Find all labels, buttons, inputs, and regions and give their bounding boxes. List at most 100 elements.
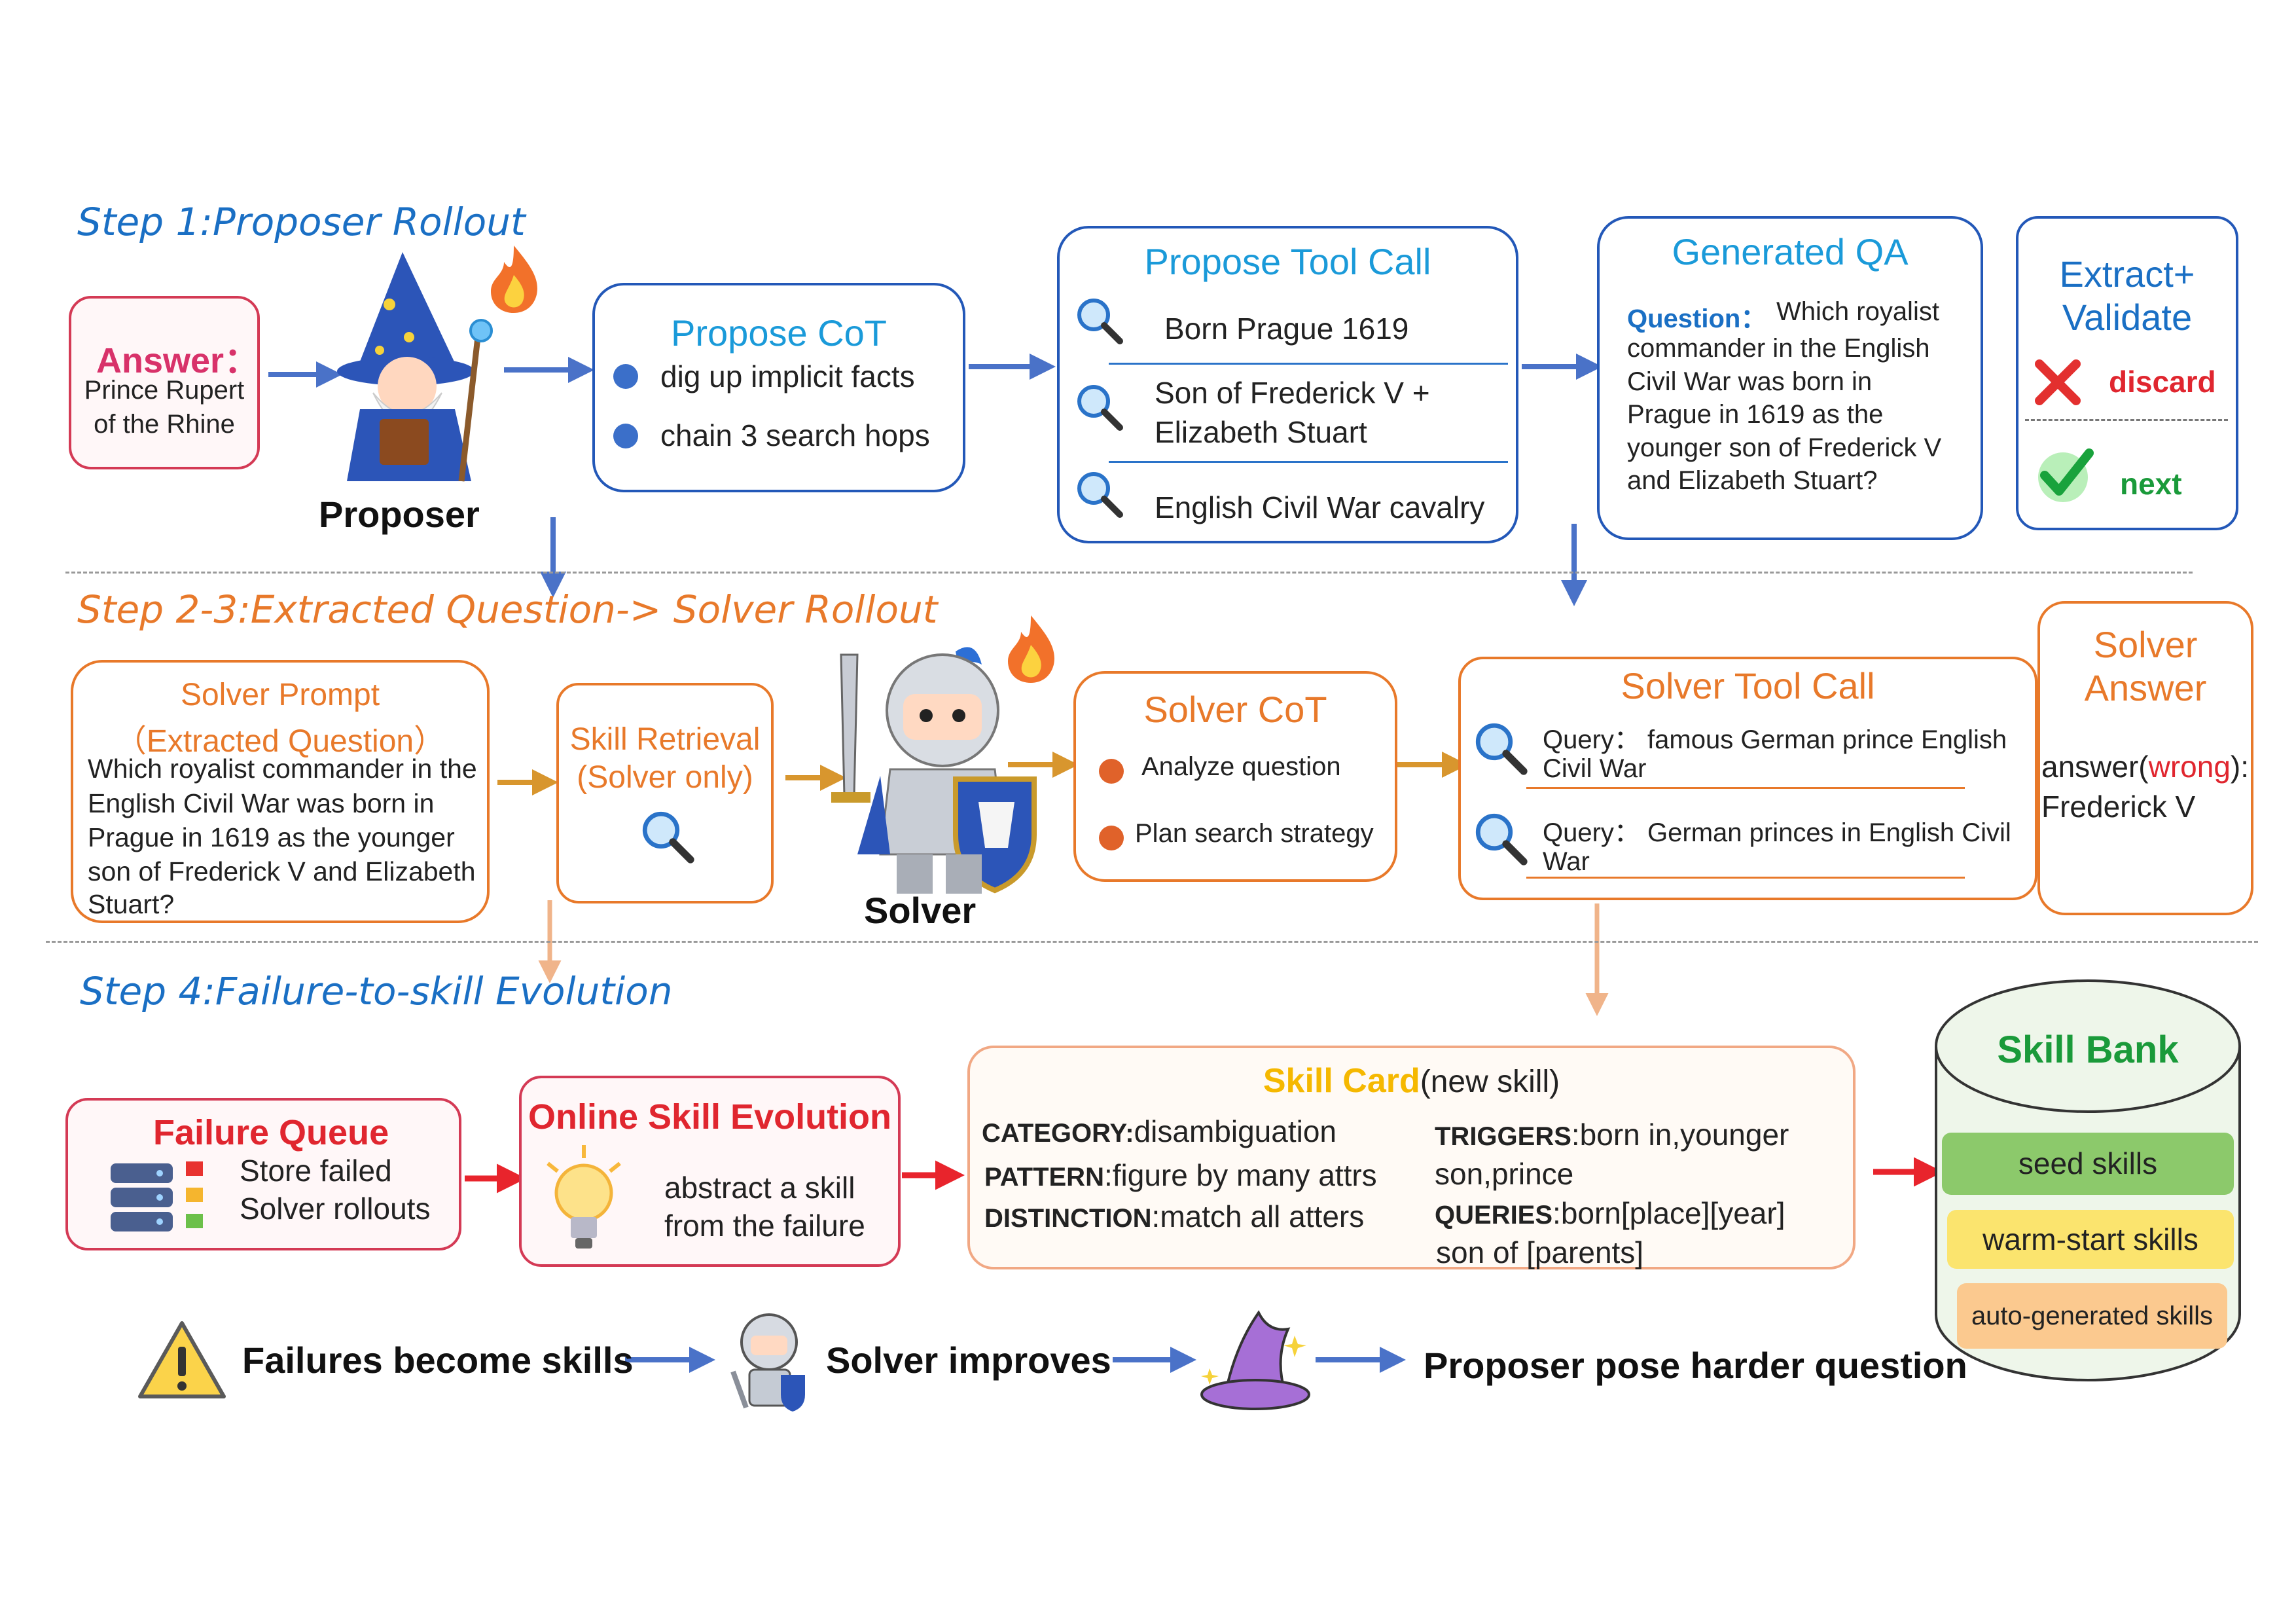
answer-line1: Prince Rupert [84, 376, 245, 405]
search-icon [1077, 385, 1123, 431]
solver-toolcall-title: Solver Tool Call [1621, 665, 1875, 706]
mini-knight-icon [730, 1313, 805, 1412]
proposer-label: Proposer [319, 494, 480, 535]
queries-line: QUERIES:born[place][year] [1435, 1195, 1785, 1231]
pattern-key: PATTERN [984, 1163, 1104, 1192]
fire-icon [491, 246, 537, 313]
discard-label: discard [2109, 365, 2216, 399]
qa-line-2: commander in the English [1627, 334, 1930, 363]
footer-item-2: Solver improves [826, 1340, 1111, 1381]
answer-box: Answer： Prince Rupert of the Rhine [69, 296, 260, 469]
skill-retrieval-box: Skill Retrieval (Solver only) [556, 683, 774, 903]
divider [1526, 787, 1965, 789]
footer-item-3: Proposer pose harder question [1424, 1345, 1967, 1386]
lightbulb-icon [547, 1145, 621, 1249]
answer-prefix: answer( [2041, 750, 2149, 784]
failure-queue-title: Failure Queue [153, 1113, 389, 1152]
generated-qa-box: Generated QA Question： Which royalist co… [1597, 216, 1983, 540]
queries-key: QUERIES [1435, 1201, 1553, 1230]
solver-prompt-line-2: English Civil War was born in [88, 788, 435, 818]
answer-line2: of the Rhine [94, 410, 235, 439]
answer-suffix: ): [2230, 750, 2250, 784]
divider [1109, 363, 1508, 365]
online-evolution-title: Online Skill Evolution [528, 1097, 892, 1137]
solver-label: Solver [864, 890, 977, 931]
separator-1 [65, 572, 2193, 574]
search-icon [1077, 472, 1123, 518]
validate-box: Extract+ Validate discard next [2016, 216, 2238, 530]
solver-answer-box: Solver Answer answer(wrong): Frederick V [2037, 601, 2253, 915]
solver-cot-title: Solver CoT [1143, 689, 1327, 730]
separator-2 [46, 941, 2258, 943]
solver-cot-box: Solver CoT Analyze question Plan search … [1073, 671, 1397, 882]
bullet-dot [613, 364, 638, 389]
skill-card-heading: Skill Card(new skill) [970, 1061, 1853, 1101]
solver-prompt-box: Solver Prompt （Extracted Question） Which… [71, 660, 490, 923]
qa-line-5: younger son of Frederick V [1627, 433, 1942, 462]
failure-queue-line-2: Solver rollouts [240, 1192, 431, 1226]
solver-answer-value: Frederick V [2041, 790, 2196, 824]
step1-title: Step 1:Proposer Rollout [77, 200, 526, 244]
knight-icon [831, 647, 1037, 894]
failure-queue-line-1: Store failed [240, 1154, 392, 1188]
distinction-value: :match all atters [1151, 1199, 1365, 1233]
solver-cot-item-1: Analyze question [1141, 752, 1341, 781]
solver-toolcall-box: Solver Tool Call Query： famous German pr… [1458, 657, 2037, 900]
validate-title-1: Extract+ [2059, 253, 2195, 295]
triggers-value-2: son,prince [1435, 1157, 1574, 1191]
pattern-line: PATTERN:figure by many attrs [984, 1158, 1377, 1193]
cross-icon [2035, 359, 2081, 405]
divider [1526, 877, 1965, 879]
failure-queue-box: Failure Queue Store failed Solver rollou… [65, 1098, 461, 1250]
solver-answer-title-2: Answer [2084, 667, 2207, 708]
answer-wrong: wrong [2148, 750, 2231, 784]
online-evolution-box: Online Skill Evolution abstract a skill … [519, 1076, 901, 1267]
search-icon [642, 811, 694, 864]
bullet-dot [613, 424, 638, 448]
qa-line-3: Civil War was born in [1627, 367, 1873, 396]
solver-query-2-line-1: Query： German princes in English Civil [1543, 818, 2011, 847]
qa-line-6: and Elizabeth Stuart? [1627, 466, 1878, 495]
online-evolution-line-2: from the failure [664, 1209, 865, 1243]
distinction-key: DISTINCTION [984, 1204, 1152, 1233]
divider [2025, 419, 2228, 421]
category-value: disambiguation [1134, 1114, 1336, 1148]
skill-card-title: Skill Card [1263, 1062, 1420, 1100]
triggers-line: TRIGGERS:born in,younger [1435, 1117, 1789, 1152]
propose-cot-item-1: dig up implicit facts [660, 359, 915, 393]
solver-answer-line: answer(wrong): [2041, 749, 2249, 784]
search-icon [1475, 813, 1528, 866]
generated-qa-title: Generated QA [1672, 231, 1909, 272]
skill-card-subtitle: (new skill) [1420, 1065, 1560, 1099]
triggers-value-1: :born in,younger [1571, 1118, 1789, 1152]
queries-value-2: son of [parents] [1436, 1235, 1644, 1269]
solver-query-1-line-1: Query： famous German prince English [1543, 725, 2007, 754]
propose-toolcall-item-3: Elizabeth Stuart [1155, 415, 1367, 449]
solver-query-1-line-2: Civil War [1543, 754, 1647, 783]
qa-line-4: Prague in 1619 as the [1627, 400, 1884, 429]
search-icon [1475, 723, 1528, 775]
solver-answer-title-1: Solver [2093, 624, 2198, 665]
propose-toolcall-box: Propose Tool Call Born Prague 1619 Son o… [1057, 226, 1518, 543]
category-line: CATEGORY:disambiguation [982, 1114, 1336, 1149]
bank-item-auto: auto-generated skills [1957, 1283, 2227, 1349]
wizard-hat-icon [1200, 1310, 1310, 1410]
solver-prompt-line-4: son of Frederick V and Elizabeth [88, 856, 476, 886]
validate-title-2: Validate [2062, 297, 2193, 338]
footer-item-1: Failures become skills [242, 1340, 634, 1381]
bank-item-seed: seed skills [1942, 1133, 2234, 1195]
wizard-icon [337, 252, 493, 482]
search-icon [1077, 299, 1123, 344]
propose-cot-item-2: chain 3 search hops [660, 418, 930, 452]
bullet-dot [1099, 826, 1124, 850]
solver-prompt-line-1: Which royalist commander in the [88, 754, 477, 784]
propose-toolcall-item-2: Son of Frederick V + [1155, 376, 1430, 410]
divider [1109, 461, 1508, 463]
warning-icon [138, 1321, 226, 1398]
qa-line-1: Which royalist [1776, 297, 1939, 326]
bank-item-warm: warm-start skills [1947, 1210, 2234, 1269]
propose-cot-title: Propose CoT [671, 312, 887, 354]
solver-prompt-line-3: Prague in 1619 as the younger [88, 822, 455, 852]
solver-prompt-title-1: Solver Prompt [180, 678, 380, 712]
